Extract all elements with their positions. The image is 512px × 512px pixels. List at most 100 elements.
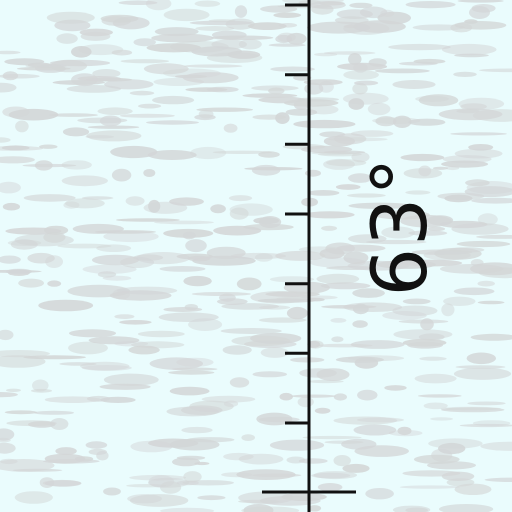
frost-patch <box>458 97 505 110</box>
frost-patch <box>222 345 252 355</box>
frost-patch <box>103 373 159 386</box>
frost-patch <box>417 394 462 398</box>
frost-patch <box>238 499 280 504</box>
frost-patch <box>190 146 227 160</box>
frost-patch <box>210 35 274 41</box>
frost-patch <box>0 459 55 472</box>
frost-patch <box>191 292 251 296</box>
frost-patch <box>0 82 17 93</box>
frost-patch <box>374 68 430 74</box>
frost-patch <box>350 130 394 137</box>
frost-patch <box>0 255 21 264</box>
frost-patch <box>477 300 505 305</box>
frost-patch <box>257 298 316 303</box>
frost-patch <box>466 352 496 365</box>
frost-patch <box>229 377 250 388</box>
frost-patch <box>430 417 454 421</box>
frost-patch <box>433 166 448 170</box>
frost-patch <box>319 248 345 259</box>
frost-patch <box>195 26 235 31</box>
frost-patch <box>348 173 372 183</box>
frost-patch <box>145 0 172 11</box>
frost-patch <box>231 335 291 347</box>
frost-patch <box>252 371 288 378</box>
frost-patch <box>4 410 38 415</box>
frost-patch <box>477 280 495 287</box>
frost-patch <box>418 165 432 177</box>
frost-patch <box>453 287 495 296</box>
frost-patch <box>352 320 368 328</box>
frost-patch <box>66 85 122 93</box>
frost-patch <box>236 277 262 291</box>
frost-patch <box>321 225 338 231</box>
frost-patch <box>223 452 254 461</box>
frost-patch <box>270 66 315 72</box>
frost-patch <box>350 340 405 349</box>
frost-patch <box>352 82 368 95</box>
frost-patch <box>335 184 361 190</box>
frost-patch <box>343 251 369 264</box>
frost-patch <box>319 131 346 138</box>
frost-patch <box>168 370 215 375</box>
frost-patch <box>7 239 42 246</box>
frost-patch <box>68 329 117 338</box>
frost-patch <box>405 190 431 195</box>
frost-patch <box>336 9 373 19</box>
frost-patch <box>401 259 463 267</box>
frost-patch <box>143 63 189 75</box>
frost-patch <box>278 23 298 28</box>
frost-patch <box>247 22 287 30</box>
frost-patch <box>456 240 511 248</box>
frost-patch <box>265 291 320 298</box>
frost-patch <box>441 303 455 317</box>
frost-patch <box>0 137 11 143</box>
frost-patch <box>392 305 438 317</box>
frost-patch <box>414 373 457 384</box>
frost-patch <box>143 169 156 177</box>
frost-patch <box>260 5 298 13</box>
frost-patch <box>0 355 46 368</box>
frost-patch <box>229 207 249 220</box>
frost-patch <box>171 367 218 371</box>
frost-patch <box>478 267 512 279</box>
frost-patch <box>311 151 355 155</box>
frost-patch <box>111 168 132 182</box>
frost-patch <box>443 296 476 306</box>
frost-patch <box>434 247 482 260</box>
frost-patch <box>317 483 343 492</box>
frost-patch <box>455 365 506 369</box>
frost-patch <box>111 49 133 56</box>
frost-patch <box>337 62 388 71</box>
frost-patch <box>427 226 446 232</box>
frost-patch <box>307 190 340 196</box>
frost-patch <box>0 428 15 441</box>
frost-patch <box>39 144 58 149</box>
frost-patch <box>418 333 445 341</box>
frost-patch <box>459 423 512 428</box>
frost-patch <box>290 357 325 363</box>
frost-patch <box>476 234 512 239</box>
frost-patch <box>97 107 133 115</box>
frost-patch <box>6 420 57 427</box>
frost-patch <box>182 72 239 84</box>
frost-patch <box>191 46 243 57</box>
frost-patch <box>353 424 397 436</box>
frost-patch <box>330 318 347 323</box>
frost-patch <box>258 416 300 423</box>
frost-patch <box>56 33 78 44</box>
frost-patch <box>42 479 82 487</box>
angle-value-label: 63° <box>355 155 444 297</box>
frost-patch <box>45 255 63 268</box>
frost-patch <box>169 386 210 396</box>
frost-patch <box>365 239 427 245</box>
frost-patch <box>454 483 492 495</box>
frost-patch <box>279 392 293 401</box>
frost-patch <box>420 318 434 331</box>
frost-patch <box>125 196 145 206</box>
frost-patch <box>49 59 111 67</box>
frost-patch <box>212 150 273 154</box>
frost-patch <box>405 507 428 512</box>
frost-patch <box>0 437 11 443</box>
frost-patch <box>323 158 355 170</box>
frost-patch <box>194 114 216 121</box>
